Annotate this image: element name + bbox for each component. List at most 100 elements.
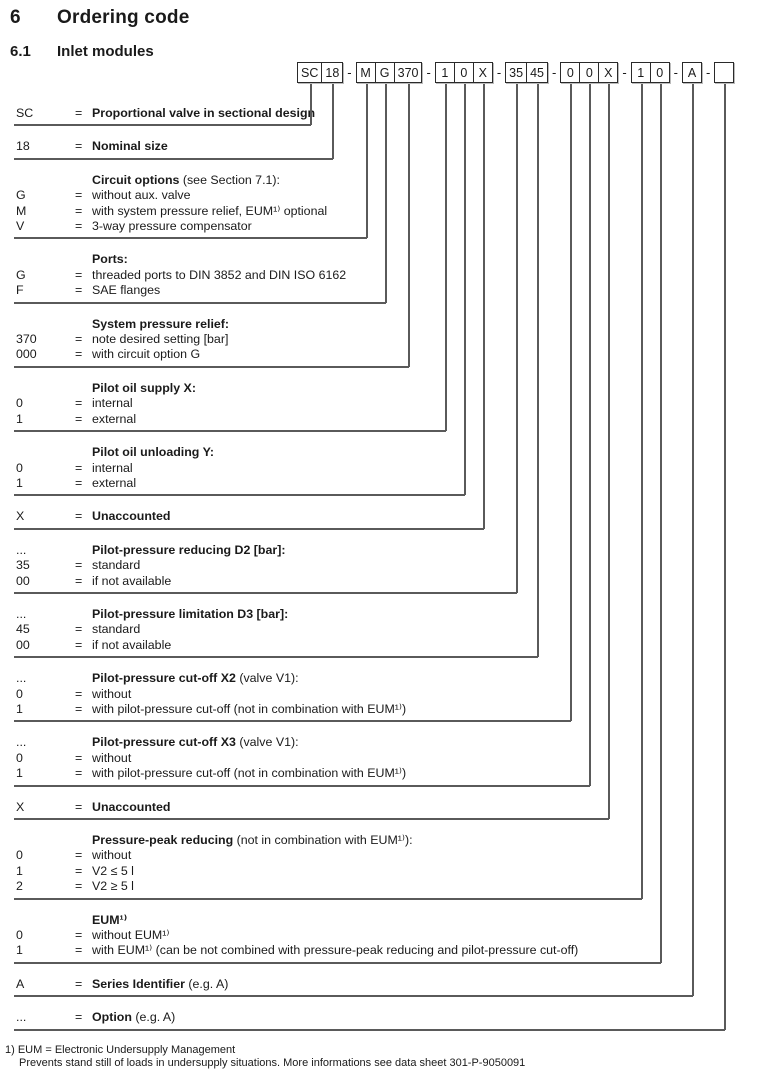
description-cell: Pilot-pressure reducing D2 [bar]:	[92, 543, 773, 558]
equals-cell	[75, 543, 92, 558]
legend-row: 0 = internal	[0, 396, 773, 411]
description-text: SAE flanges	[92, 283, 161, 298]
code-cell	[16, 445, 75, 460]
description-cell: standard	[92, 558, 773, 573]
legend-row: 35 = standard	[0, 558, 773, 573]
legend-row: 00 = if not available	[0, 574, 773, 589]
code-cell: 370	[16, 332, 37, 347]
legend-header-row: ... Pilot-pressure cut-off X2 (valve V1)…	[0, 671, 773, 686]
description-text: standard	[92, 622, 141, 637]
dash-separator: -	[673, 65, 679, 80]
equals-cell: =	[75, 848, 83, 863]
legend-row: 1 = external	[0, 412, 773, 427]
description-text: without aux. valve	[92, 188, 191, 203]
dash-separator: -	[347, 65, 352, 80]
code-cell: 1	[16, 863, 23, 878]
legend-header-row: ... Pilot-pressure cut-off X3 (valve V1)…	[0, 735, 773, 750]
description-text: with pilot-pressure cut-off (not in comb…	[92, 766, 407, 781]
description-cell: Unaccounted	[92, 509, 773, 524]
connector-vline	[692, 84, 694, 996]
description-text: (e.g. A)	[184, 976, 229, 991]
code-box: 45	[526, 62, 548, 83]
equals-cell: =	[75, 203, 83, 218]
code-box-group: 35 45	[505, 62, 548, 83]
equals-cell: =	[75, 460, 83, 475]
equals-cell	[75, 607, 92, 622]
description-cell: Ports:	[92, 252, 773, 267]
description-bold: Pilot-pressure limitation D3 [bar]:	[92, 606, 289, 621]
description-text: external	[92, 475, 137, 490]
legend-row: 1 = external	[0, 476, 773, 491]
equals-cell: =	[75, 283, 83, 298]
legend-group-nominal-size: 18 = Nominal size	[0, 139, 773, 154]
legend-header-row: ... Pilot-pressure limitation D3 [bar]:	[0, 607, 773, 622]
legend-group-pilot-pressure-cutoff-x3: ... Pilot-pressure cut-off X3 (valve V1)…	[0, 735, 773, 781]
description-cell: Nominal size	[92, 139, 773, 154]
legend-row: F = SAE flanges	[0, 283, 773, 298]
description-bold: Unaccounted	[92, 799, 171, 814]
description-cell: internal	[92, 461, 773, 476]
code-cell: 2	[16, 879, 23, 894]
code-box-group: M G 370	[355, 62, 423, 83]
legend-row: G = without aux. valve	[0, 188, 773, 203]
description-cell: Pilot-pressure limitation D3 [bar]:	[92, 607, 773, 622]
connector-vline	[385, 84, 387, 303]
description-text: (valve V1):	[235, 735, 299, 750]
footnote-line-2: Prevents stand still of loads in undersu…	[19, 1057, 526, 1070]
description-text: (valve V1):	[235, 671, 299, 686]
footnote: 1) EUM = Electronic Undersupply Manageme…	[0, 1044, 773, 1071]
description-bold: System pressure relief:	[92, 316, 230, 331]
code-cell: 00	[16, 637, 30, 652]
equals-cell: =	[75, 1010, 83, 1025]
description-cell: standard	[92, 622, 773, 637]
description-text: with system pressure relief, EUM¹⁾ optio…	[92, 203, 328, 218]
description-bold: Pilot oil unloading Y:	[92, 445, 215, 460]
connector-hline	[14, 995, 693, 997]
equals-cell: =	[75, 686, 83, 701]
legend-row: 0 = without	[0, 848, 773, 863]
connector-vline	[724, 84, 726, 1030]
code-cell: ...	[16, 735, 27, 750]
code-box-group: 0 0 X	[560, 62, 619, 83]
code-cell: 45	[16, 622, 30, 637]
connector-hline	[14, 237, 367, 239]
legend-header-row: System pressure relief:	[0, 317, 773, 332]
legend-row: 0 = without	[0, 751, 773, 766]
connector-vline	[464, 84, 466, 495]
description-cell: SAE flanges	[92, 283, 773, 298]
legend-group-option: ... = Option (e.g. A)	[0, 1010, 773, 1025]
equals-cell	[75, 381, 92, 396]
code-cell: A	[16, 976, 25, 991]
description-cell: Pilot-pressure cut-off X3 (valve V1):	[92, 735, 773, 750]
connector-hline	[14, 302, 386, 304]
legend-group-unaccounted-1: X = Unaccounted	[0, 509, 773, 524]
equals-cell: =	[75, 637, 83, 652]
legend-group-pilot-oil-unloading-y: Pilot oil unloading Y: 0 = internal 1 = …	[0, 445, 773, 491]
description-cell: V2 ≥ 5 l	[92, 879, 773, 894]
description-text: standard	[92, 558, 141, 573]
legend-group-type: SC = Proportional valve in sectional des…	[0, 106, 773, 121]
description-cell: System pressure relief:	[92, 317, 773, 332]
code-box: X	[472, 62, 493, 83]
code-cell: 00	[16, 573, 30, 588]
code-cell: 1	[16, 475, 23, 490]
code-box: 1	[434, 62, 455, 83]
description-bold: Pilot oil supply X:	[92, 380, 196, 395]
description-text: internal	[92, 396, 133, 411]
description-cell: without	[92, 687, 773, 702]
legend-row: A = Series Identifier (e.g. A)	[0, 977, 773, 992]
legend-group-unaccounted-2: X = Unaccounted	[0, 800, 773, 815]
legend-row: 45 = standard	[0, 622, 773, 637]
description-cell: Option (e.g. A)	[92, 1010, 773, 1025]
connector-hline	[14, 430, 446, 432]
description-text: if not available	[92, 573, 172, 588]
equals-cell: =	[75, 943, 83, 958]
dash-separator: -	[706, 65, 711, 80]
subsection-title: Inlet modules	[57, 43, 154, 60]
code-box: 1	[630, 62, 651, 83]
code-cell: ...	[16, 1010, 27, 1025]
equals-cell: =	[75, 573, 83, 588]
code-cell: G	[16, 267, 26, 282]
description-bold: Pilot-pressure cut-off X3	[92, 735, 236, 750]
description-bold: Pilot-pressure cut-off X2	[92, 671, 236, 686]
